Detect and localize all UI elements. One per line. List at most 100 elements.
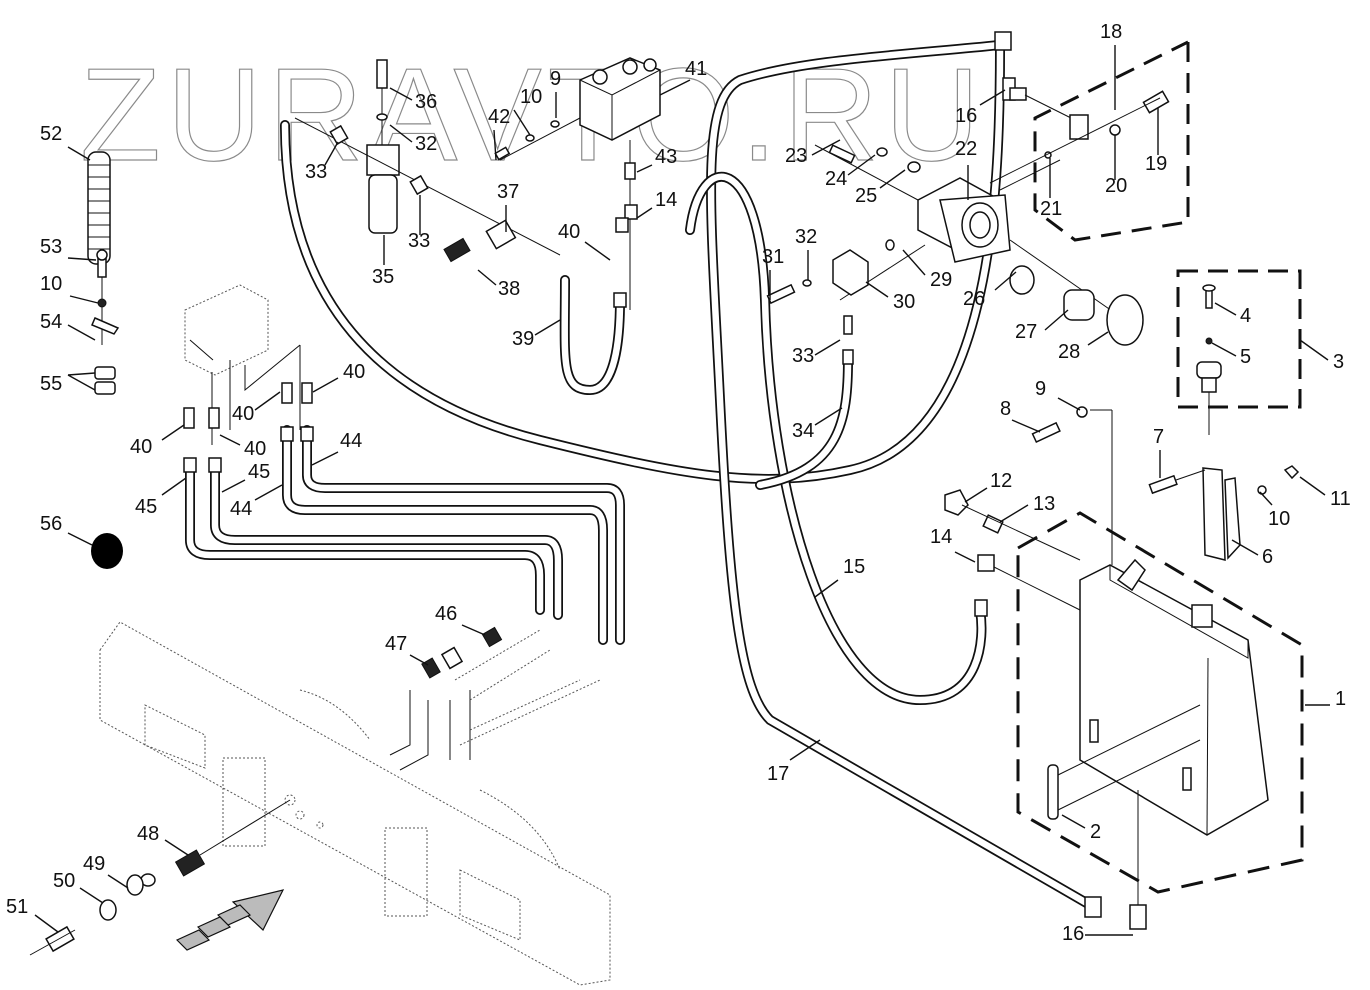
callout-48: 48 bbox=[137, 823, 189, 856]
leader-line bbox=[311, 451, 339, 466]
callout-number: 20 bbox=[1105, 175, 1127, 197]
leader-line bbox=[1214, 302, 1237, 316]
leader-line bbox=[814, 339, 841, 356]
callout-37: 37 bbox=[497, 181, 519, 232]
leader-line bbox=[1259, 491, 1273, 506]
bracket-6-parts bbox=[944, 406, 1300, 617]
callout-43: 43 bbox=[636, 146, 677, 173]
hose-39 bbox=[559, 275, 625, 396]
leader-line bbox=[1011, 419, 1041, 433]
leader-line bbox=[254, 484, 283, 501]
callout-number: 40 bbox=[343, 361, 365, 383]
callout-number: 56 bbox=[40, 513, 62, 535]
leader-line bbox=[67, 372, 96, 376]
leader-line bbox=[67, 324, 96, 341]
callout-24: 24 bbox=[825, 154, 876, 190]
callout-number: 30 bbox=[893, 291, 915, 313]
callout-22: 22 bbox=[955, 138, 977, 200]
callout-8: 8 bbox=[1000, 398, 1041, 433]
callout-34: 34 bbox=[792, 407, 843, 442]
callout-42: 42 bbox=[488, 106, 510, 161]
leader-line bbox=[107, 874, 129, 889]
callout-number: 55 bbox=[40, 373, 62, 395]
leader-line bbox=[1299, 476, 1326, 496]
callout-35: 35 bbox=[372, 235, 394, 288]
leader-line bbox=[999, 504, 1029, 523]
callout-number: 33 bbox=[408, 230, 430, 252]
callout-number: 16 bbox=[1062, 923, 1084, 945]
leader-line bbox=[254, 391, 281, 411]
callout-number: 40 bbox=[130, 436, 152, 458]
leader-line bbox=[477, 269, 497, 286]
callout-45: 45 bbox=[135, 477, 187, 518]
callout-number: 17 bbox=[767, 763, 789, 785]
callout-number: 15 bbox=[843, 556, 865, 578]
callout-number: 14 bbox=[930, 526, 952, 548]
group-18-box bbox=[1033, 40, 1190, 242]
callout-number: 52 bbox=[40, 123, 62, 145]
leader-line bbox=[814, 579, 839, 598]
callout-number: 6 bbox=[1262, 546, 1273, 568]
leader-line bbox=[493, 129, 497, 161]
callout-number: 31 bbox=[762, 246, 784, 268]
callout-number: 36 bbox=[415, 91, 437, 113]
callout-55: 55 bbox=[40, 372, 96, 395]
callout-44: 44 bbox=[230, 484, 283, 520]
callout-number: 47 bbox=[385, 633, 407, 655]
leader-line bbox=[847, 154, 876, 176]
callout-number: 10 bbox=[1268, 508, 1290, 530]
callout-number: 46 bbox=[435, 603, 457, 625]
forward-direction-arrow bbox=[175, 889, 285, 951]
valve-block-41 bbox=[494, 57, 661, 310]
leader-line bbox=[79, 887, 104, 904]
callout-10: 10 bbox=[40, 273, 99, 304]
callout-number: 3 bbox=[1333, 351, 1344, 373]
callout-number: 34 bbox=[792, 420, 814, 442]
callout-32: 32 bbox=[795, 226, 817, 280]
leader-line bbox=[409, 654, 429, 666]
callout-number: 51 bbox=[6, 896, 28, 918]
leader-line bbox=[161, 424, 185, 441]
leader-line bbox=[1231, 539, 1259, 556]
callout-38: 38 bbox=[477, 269, 520, 300]
callout-49: 49 bbox=[83, 853, 129, 889]
callout-number: 18 bbox=[1100, 21, 1122, 43]
callout-number: 49 bbox=[83, 853, 105, 875]
pump-22 bbox=[814, 144, 1126, 321]
leader-line bbox=[659, 79, 691, 96]
callout-10: 10 bbox=[513, 86, 542, 136]
callout-47: 47 bbox=[385, 633, 429, 666]
callout-18: 18 bbox=[1100, 21, 1122, 110]
callout-number: 2 bbox=[1090, 821, 1101, 843]
coupling-48-51 bbox=[29, 799, 291, 956]
leader-line bbox=[954, 551, 976, 563]
hose-15 bbox=[685, 171, 987, 706]
leader-line bbox=[67, 257, 97, 261]
callout-number: 12 bbox=[990, 470, 1012, 492]
leader-line bbox=[389, 87, 413, 101]
hose-long-pump-to-valve bbox=[280, 45, 1005, 484]
callout-number: 43 bbox=[655, 146, 677, 168]
callout-number: 40 bbox=[232, 403, 254, 425]
callout-number: 42 bbox=[488, 106, 510, 128]
callout-46: 46 bbox=[435, 603, 486, 636]
bulkhead-fittings bbox=[389, 626, 601, 771]
callout-29: 29 bbox=[902, 249, 952, 291]
callout-number: 13 bbox=[1033, 493, 1055, 515]
leader-line bbox=[979, 89, 1006, 106]
callout-number: 45 bbox=[248, 461, 270, 483]
callout-1: 1 bbox=[1305, 688, 1346, 710]
callout-52: 52 bbox=[40, 123, 91, 161]
callout-54: 54 bbox=[40, 311, 96, 341]
group-3-box bbox=[1176, 269, 1302, 409]
callout-30: 30 bbox=[865, 281, 915, 313]
callout-number: 28 bbox=[1058, 341, 1080, 363]
pump-small-parts bbox=[766, 144, 1144, 365]
callout-number: 53 bbox=[40, 236, 62, 258]
leader-line bbox=[389, 124, 413, 143]
callout-number: 22 bbox=[955, 138, 977, 160]
leader-line bbox=[636, 164, 653, 173]
callout-12: 12 bbox=[964, 470, 1012, 503]
callout-number: 9 bbox=[1035, 378, 1046, 400]
